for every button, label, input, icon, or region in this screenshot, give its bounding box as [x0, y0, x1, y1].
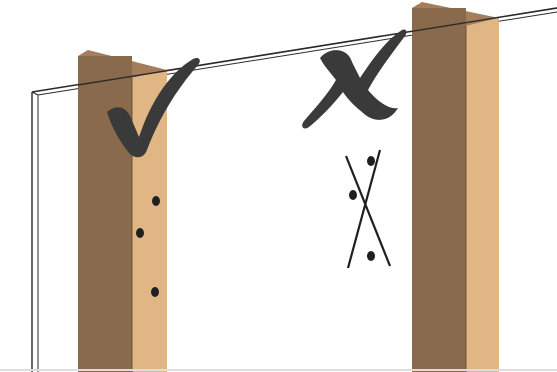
right-stud-edge	[466, 18, 499, 372]
screw-1	[152, 196, 160, 206]
left-stud	[78, 50, 167, 372]
screw-3	[151, 287, 159, 297]
wrong-screw-1	[367, 156, 375, 166]
wrong-area-screws	[344, 149, 392, 269]
screw-2	[136, 228, 144, 238]
cross-icon	[302, 29, 407, 129]
checkmark-icon	[107, 57, 200, 158]
left-stud-face	[78, 56, 132, 372]
right-stud-face	[412, 8, 466, 372]
crossed-out-icon	[344, 149, 392, 269]
wrong-screw-2	[349, 190, 357, 200]
left-stud-screws	[136, 196, 160, 297]
wrong-screw-3	[367, 251, 375, 261]
right-stud	[412, 2, 499, 372]
